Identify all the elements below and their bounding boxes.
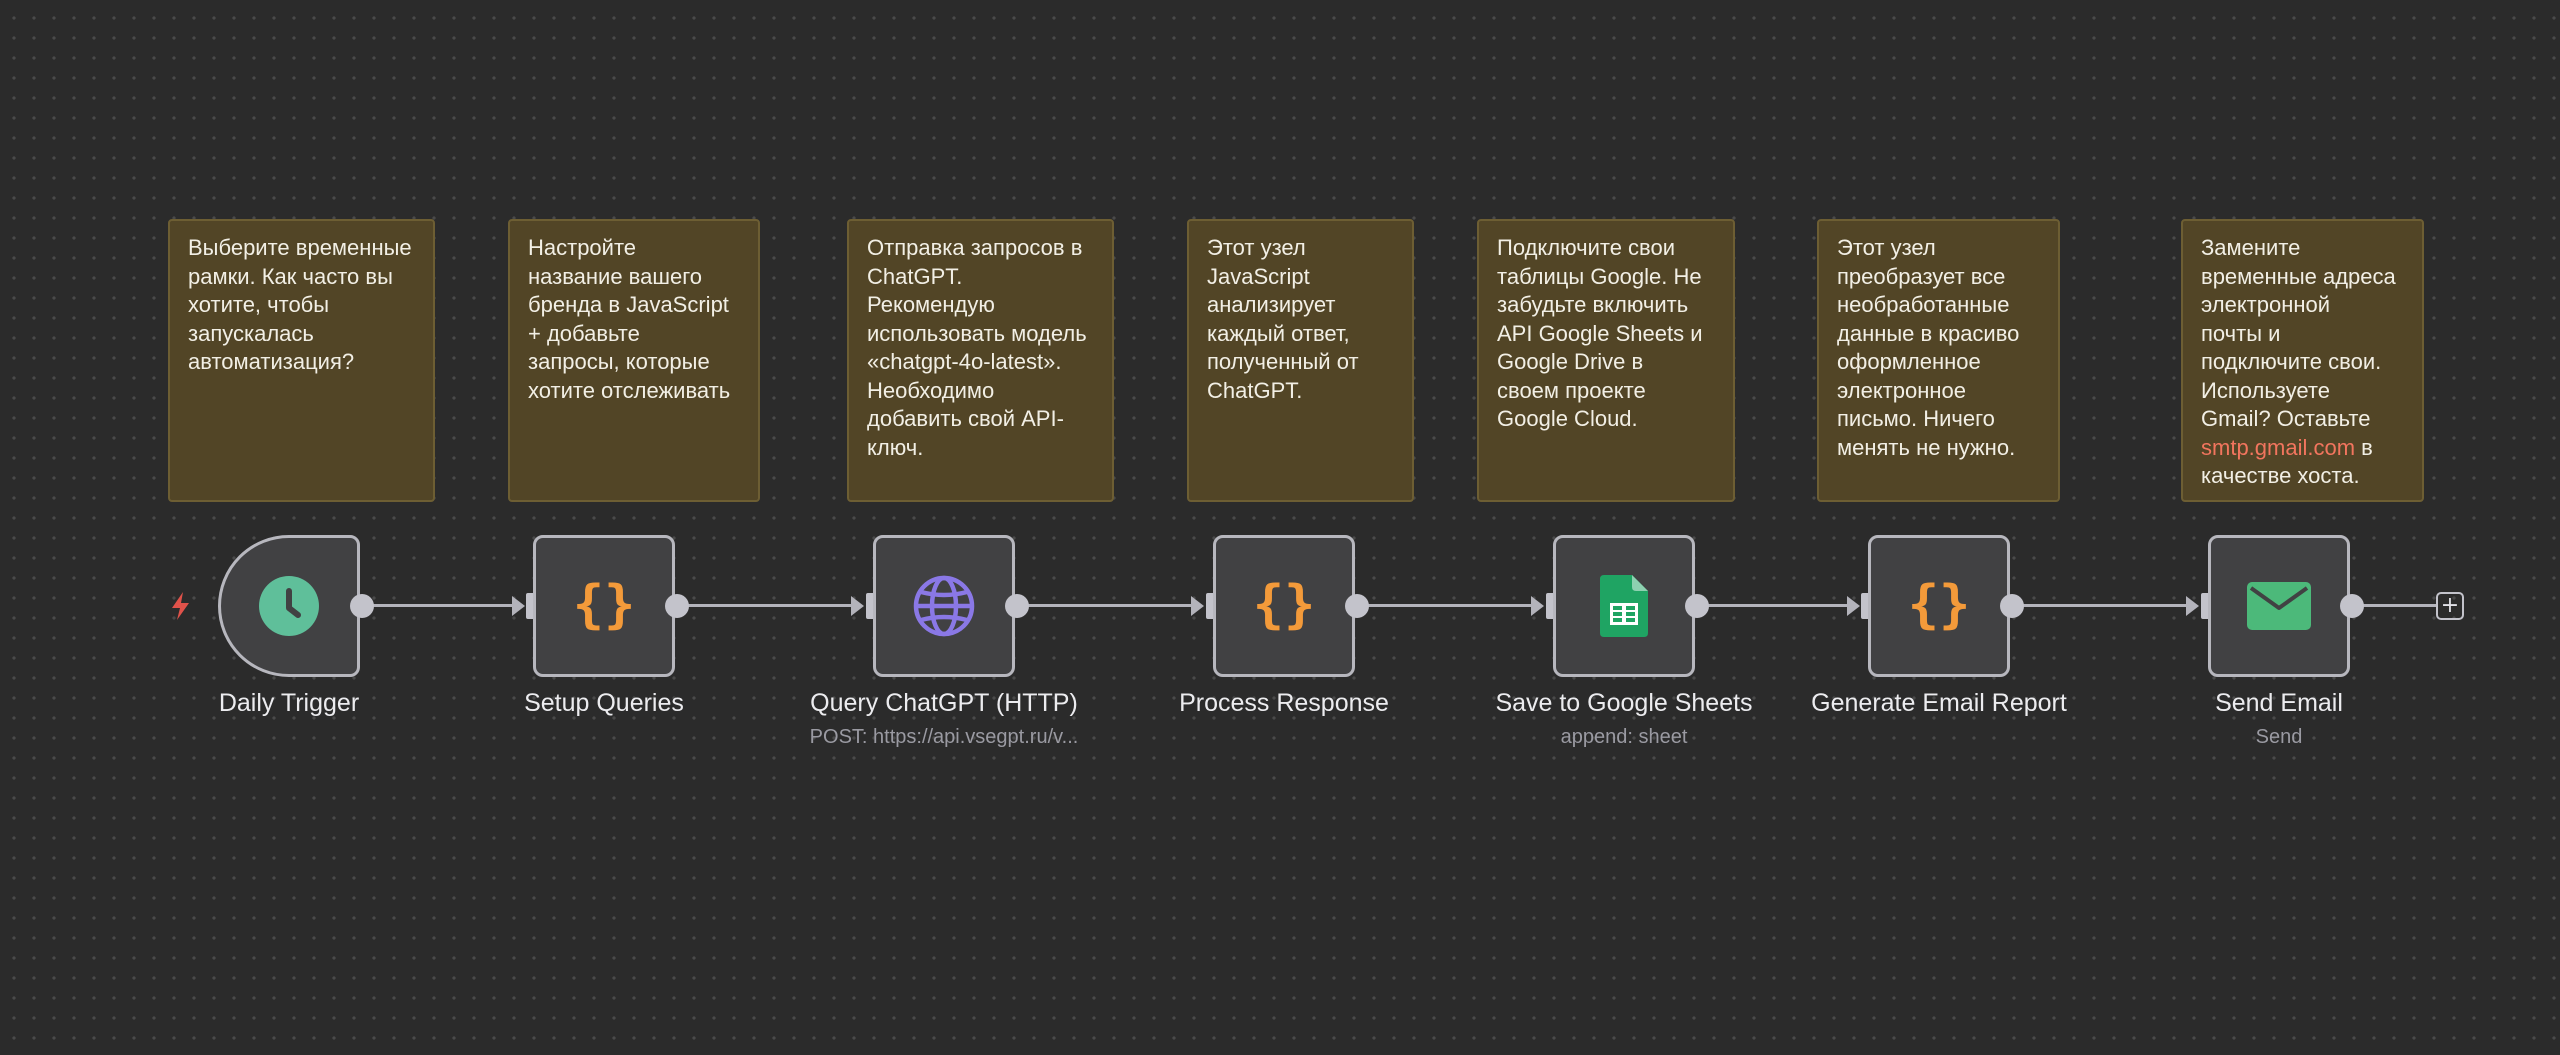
arrow-head (1847, 596, 1860, 616)
note-text-before: Замените временные адреса электронной по… (2201, 235, 2396, 431)
arrow-head (851, 596, 864, 616)
connection-sheets-to-report[interactable] (1697, 604, 1854, 607)
node-subtitle: POST: https://api.vsegpt.ru/v... (809, 726, 1079, 748)
connection-query-to-process[interactable] (1017, 604, 1198, 607)
input-port[interactable] (2201, 593, 2210, 619)
node-label: Setup Queries (524, 689, 684, 717)
note-text-after: в качестве хоста. (2201, 434, 2373, 489)
connection-setup-to-query[interactable] (677, 604, 858, 607)
sticky-note-email-report[interactable]: Этот узел преобразует все необработанные… (1817, 219, 2060, 502)
arrow-head (1531, 596, 1544, 616)
node-label: Send Email (2215, 689, 2343, 717)
node-process-response[interactable]: {} (1213, 535, 1355, 677)
node-label: Query ChatGPT (HTTP) (810, 689, 1078, 717)
add-node-button[interactable]: + (2436, 592, 2464, 620)
arrow-head (1191, 596, 1204, 616)
node-query-chatgpt-http[interactable] (873, 535, 1015, 677)
input-port[interactable] (526, 593, 535, 619)
output-port[interactable] (1345, 594, 1369, 618)
arrow-head (2186, 596, 2199, 616)
google-sheets-icon (1600, 575, 1648, 637)
sticky-note-google-sheets[interactable]: Подключите свои таблицы Google. Не забуд… (1477, 219, 1735, 502)
output-port[interactable] (350, 594, 374, 618)
sticky-note-trigger[interactable]: Выберите временные рамки. Как часто вы х… (168, 219, 435, 502)
connection-process-to-sheets[interactable] (1357, 604, 1538, 607)
code-braces-icon: {} (573, 575, 636, 635)
code-braces-icon: {} (1253, 575, 1316, 635)
svg-text:{}: {} (1253, 575, 1316, 635)
node-subtitle: append: sheet (1560, 726, 1688, 748)
node-setup-queries[interactable]: {} (533, 535, 675, 677)
globe-icon (913, 575, 975, 637)
connection-email-to-add[interactable] (2352, 604, 2436, 607)
input-port[interactable] (1861, 593, 1870, 619)
output-port[interactable] (1685, 594, 1709, 618)
input-port[interactable] (1206, 593, 1215, 619)
sticky-note-setup-queries[interactable]: Настройте название вашего бренда в JavaS… (508, 219, 760, 502)
output-port[interactable] (2340, 594, 2364, 618)
node-send-email[interactable] (2208, 535, 2350, 677)
output-port[interactable] (665, 594, 689, 618)
node-subtitle: Send (2255, 726, 2303, 748)
sticky-note-query-chatgpt[interactable]: Отправка запросов в ChatGPT. Рекомендую … (847, 219, 1114, 502)
arrow-head (512, 596, 525, 616)
connection-report-to-email[interactable] (2012, 604, 2193, 607)
sticky-note-send-email[interactable]: Замените временные адреса электронной по… (2181, 219, 2424, 502)
input-port[interactable] (1546, 593, 1555, 619)
output-port[interactable] (1005, 594, 1029, 618)
node-save-to-google-sheets[interactable] (1553, 535, 1695, 677)
node-label: Process Response (1179, 689, 1389, 717)
node-label: Daily Trigger (218, 689, 360, 717)
node-label: Generate Email Report (1811, 689, 2067, 717)
smtp-host-highlight: smtp.gmail.com (2201, 434, 2356, 460)
sticky-note-process-response[interactable]: Этот узел JavaScript анализирует каждый … (1187, 219, 1414, 502)
svg-text:{}: {} (573, 575, 636, 635)
input-port[interactable] (866, 593, 875, 619)
svg-text:{}: {} (1908, 575, 1971, 635)
node-daily-trigger[interactable] (218, 535, 360, 677)
envelope-icon (2247, 582, 2311, 630)
node-label: Save to Google Sheets (1495, 689, 1753, 717)
node-generate-email-report[interactable]: {} (1868, 535, 2010, 677)
output-port[interactable] (2000, 594, 2024, 618)
connection-trigger-to-setup[interactable] (362, 604, 519, 607)
clock-icon (259, 576, 319, 636)
lightning-bolt-icon (172, 592, 189, 620)
code-braces-icon: {} (1908, 575, 1971, 635)
